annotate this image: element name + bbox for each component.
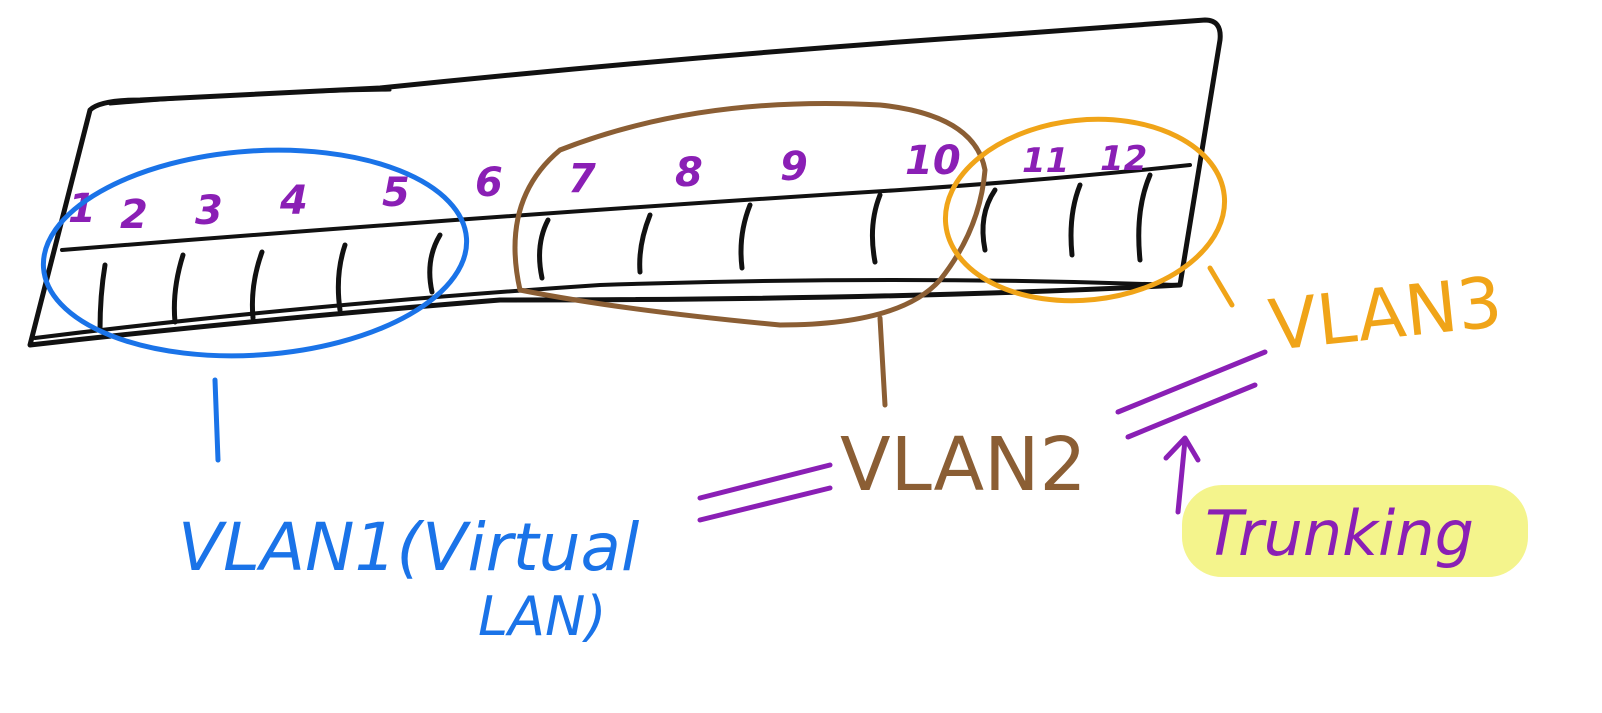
port-number: 4 [279, 178, 308, 224]
port-number: 5 [382, 170, 410, 216]
port-number: 2 [120, 192, 148, 238]
port-number: 3 [195, 188, 223, 234]
vlan2-label: VLAN2 [840, 422, 1087, 508]
vlan1-group: VLAN1(Virtual LAN) [40, 147, 640, 648]
trunk-link-vlan2-vlan3 [1125, 382, 1258, 440]
vlan2-circle [512, 100, 988, 328]
vlan2-group: VLAN2 [512, 100, 1087, 508]
port-number: 10 [905, 138, 961, 184]
port-tick-2 [171, 252, 186, 325]
port-tick-1 [97, 262, 108, 333]
port-number: 12 [1100, 139, 1147, 179]
trunking-highlight [1182, 485, 1528, 577]
trunk-link-vlan2-vlan3 [1115, 349, 1268, 415]
vlan3-label: VLAN3 [1265, 261, 1506, 367]
vlan3-circle [942, 116, 1228, 304]
arrow-icon [1163, 435, 1201, 515]
port-tick-11 [1068, 182, 1083, 258]
port-number: 8 [675, 150, 703, 196]
trunk-link-vlan1-vlan2 [697, 462, 833, 501]
port-tick-10 [980, 187, 998, 253]
port-tick-8 [738, 202, 753, 271]
vlan3-connector [1207, 265, 1235, 308]
trunk-link-vlan1-vlan2 [697, 485, 833, 523]
port-tick-5 [427, 232, 443, 295]
port-tick-12 [1136, 172, 1153, 263]
trunking-label: Trunking [1205, 497, 1474, 570]
vlan1-connector [212, 377, 221, 463]
port-number: 11 [1022, 141, 1069, 181]
switch-body [27, 17, 1223, 348]
port-strip [33, 163, 1192, 340]
port-tick-4 [335, 242, 348, 313]
trunk-links [697, 349, 1268, 523]
port-number: 6 [475, 160, 503, 206]
port-tick-9 [869, 192, 883, 265]
port-number: 7 [568, 156, 596, 202]
vlan1-label: VLAN1(Virtual [178, 509, 640, 586]
port-number: 9 [780, 144, 808, 190]
port-tick-7 [637, 212, 653, 275]
port-tick-6 [537, 217, 551, 281]
vlan1-label-line2: LAN) [478, 585, 607, 648]
port-ticks [97, 172, 1153, 333]
vlan2-connector [877, 315, 888, 408]
port-tick-3 [249, 249, 265, 321]
trunking-group: Trunking [1182, 485, 1528, 577]
vlan1-circle [40, 147, 470, 359]
port-numbers: 1 2 3 4 5 6 7 8 9 10 11 12 [68, 138, 1147, 238]
